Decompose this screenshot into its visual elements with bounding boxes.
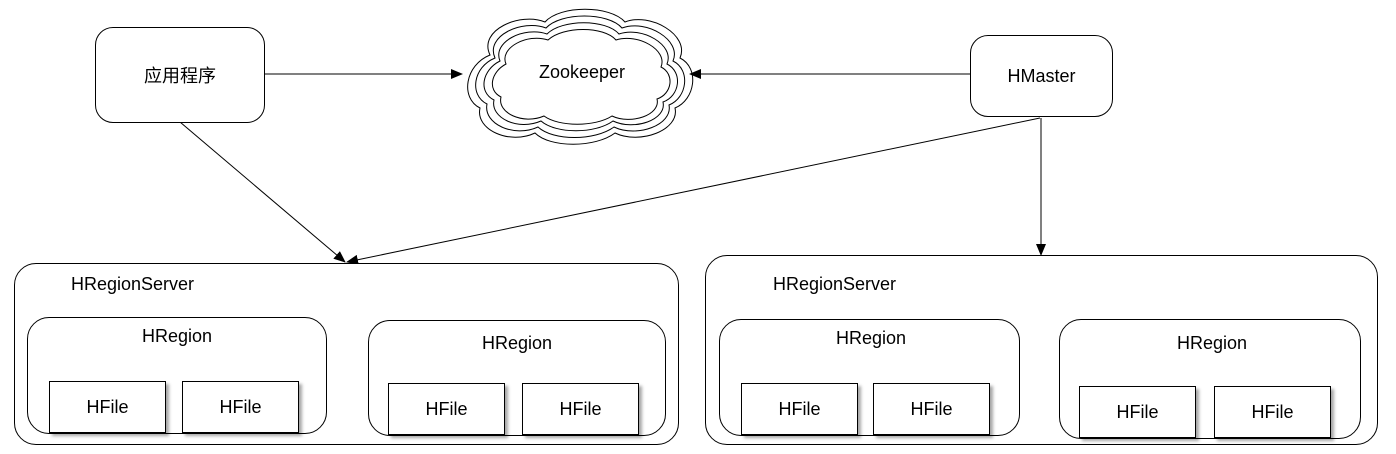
- hfile-box: HFile: [522, 383, 639, 435]
- hfile-box: HFile: [873, 383, 990, 435]
- arrow-hmaster-to-regionserver-1: [346, 117, 1041, 265]
- regionserver-2: HRegionServer HRegion HFile HFile HRegio…: [705, 255, 1378, 445]
- hfile-box: HFile: [1214, 386, 1331, 438]
- hmaster-label: HMaster: [1007, 65, 1076, 86]
- zookeeper-label: Zookeeper: [538, 62, 626, 82]
- region-title: HRegion: [1177, 333, 1248, 353]
- hfile-box: HFile: [741, 383, 858, 435]
- hfile-box: HFile: [1079, 386, 1196, 438]
- regionserver-2-region-2: HRegion HFile HFile: [1059, 319, 1361, 439]
- application-node: 应用程序: [95, 27, 265, 123]
- regionserver-1-region-2: HRegion HFile HFile: [368, 320, 666, 436]
- hfile-box: HFile: [388, 383, 505, 435]
- zookeeper-cloud-shape: [467, 8, 694, 145]
- region-title: HRegion: [482, 333, 553, 353]
- hfile-box: HFile: [182, 381, 299, 433]
- regionserver-2-title: HRegionServer: [773, 274, 897, 294]
- hfile-box: HFile: [49, 381, 166, 433]
- application-label: 应用程序: [144, 66, 216, 86]
- region-title: HRegion: [836, 328, 907, 348]
- region-title: HRegion: [142, 326, 213, 346]
- regionserver-1-title: HRegionServer: [71, 274, 195, 294]
- regionserver-2-region-1: HRegion HFile HFile: [719, 319, 1020, 436]
- hmaster-node: HMaster: [970, 35, 1113, 117]
- regionserver-1: HRegionServer HRegion HFile HFile HRegio…: [14, 263, 679, 445]
- regionserver-1-region-1: HRegion HFile HFile: [27, 317, 327, 434]
- arrow-app-to-regionserver-1: [179, 121, 346, 263]
